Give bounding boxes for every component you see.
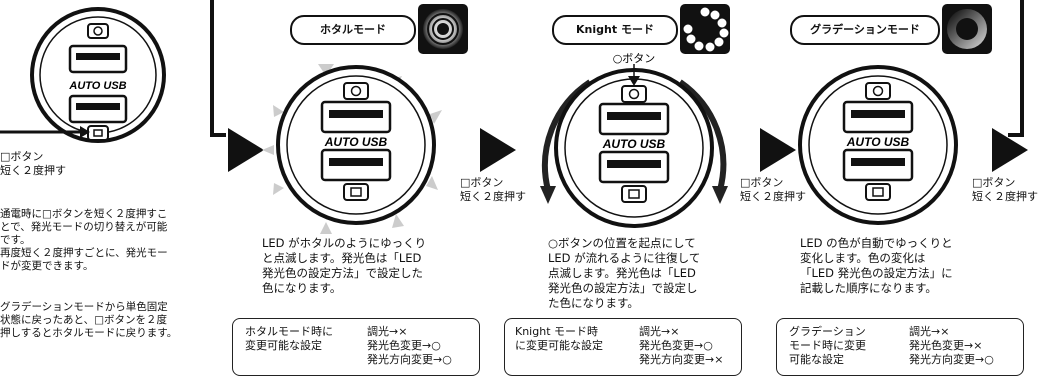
knight-mode-icon (680, 4, 730, 54)
next-arrow-2 (480, 128, 516, 172)
next-arrow-4 (992, 128, 1028, 172)
pill-knight-mode: Knight モード (552, 15, 678, 45)
pill-gradation-mode-label: グラデーションモード (810, 23, 920, 36)
button-callout: ○ボタン (613, 52, 656, 65)
step-label-2: □ボタン 短く２度押す (740, 176, 806, 203)
device-knight (540, 64, 728, 228)
flow-bracket-right (1008, 0, 1024, 137)
settings-hotaru-label: ホタルモード時に 変更可能な設定 (245, 325, 333, 352)
settings-box-hotaru: ホタルモード時に 変更可能な設定 調光→× 発光色変更→○ 発光方向変更→○ (232, 318, 480, 376)
settings-gradation-values: 調光→× 発光色変更→× 発光方向変更→○ (909, 325, 994, 366)
step-label-1: □ボタン 短く２度押す (460, 176, 526, 203)
device-label-gradation: AUTO USB (846, 135, 910, 149)
description-knight: ○ボタンの位置を起点にして LED が流れるように往復して 点滅します。発光色は… (548, 236, 701, 310)
step-label-3: □ボタン 短く２度押す (972, 176, 1038, 203)
left-instructions-1: 通電時に□ボタンを短く２度押すこ とで、発光モードの切り替えが可能 です。 再度… (0, 208, 168, 272)
device-left (0, 7, 166, 143)
settings-gradation-label: グラデーション モード時に変更 可能な設定 (789, 325, 866, 366)
settings-hotaru-values: 調光→× 発光色変更→○ 発光方向変更→○ (367, 325, 452, 366)
device-label-hotaru: AUTO USB (324, 135, 388, 149)
description-hotaru: LED がホタルのようにゆっくり と点滅します。発光色は「LED 発光色の設定方… (262, 236, 427, 295)
next-arrow-3 (760, 128, 796, 172)
settings-box-knight: Knight モード時 に変更可能な設定 調光→× 発光色変更→○ 発光方向変更… (504, 318, 742, 376)
pill-hotaru-mode-label: ホタルモード (320, 23, 386, 36)
gradation-mode-icon (942, 4, 992, 54)
left-step-label: □ボタン 短く２度押す (0, 150, 66, 177)
pill-knight-mode-label: Knight モード (576, 23, 654, 36)
next-arrow-1 (228, 128, 264, 172)
device-label-knight: AUTO USB (602, 137, 666, 151)
pill-hotaru-mode: ホタルモード (290, 15, 416, 45)
settings-box-gradation: グラデーション モード時に変更 可能な設定 調光→× 発光色変更→× 発光方向変… (776, 318, 1024, 376)
pill-gradation-mode: グラデーションモード (790, 15, 940, 45)
device-gradation (798, 65, 958, 225)
description-gradation: LED の色が自動でゆっくりと 変化します。色の変化は 「LED 発光色の設定方… (800, 236, 953, 295)
left-instructions-2: グラデーションモードから単色固定 状態に戻ったあと、□ボタンを２度 押しするとホ… (0, 301, 178, 339)
hotaru-mode-icon (418, 4, 468, 54)
settings-knight-label: Knight モード時 に変更可能な設定 (515, 325, 603, 352)
settings-knight-values: 調光→× 発光色変更→○ 発光方向変更→× (639, 325, 724, 366)
device-hotaru (262, 64, 442, 234)
device-label-left: AUTO USB (68, 80, 126, 92)
flow-bracket-left (210, 0, 226, 137)
